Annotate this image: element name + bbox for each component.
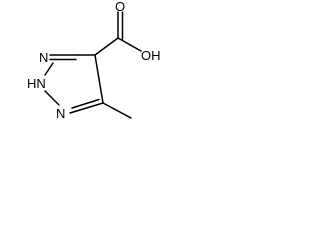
bond-c4-c5b (94, 54, 104, 104)
bond-n-lower-nh (44, 90, 60, 106)
atom-oh: OH (141, 48, 161, 63)
bond-c5-methyl (102, 102, 132, 119)
atom-n-upper: N (39, 50, 48, 65)
molecule-structure: N HN N O OH (27, 0, 161, 121)
atom-nh: HN (27, 76, 46, 91)
bond-c4-carboxyl-c (94, 37, 119, 56)
atom-n-lower: N (56, 106, 65, 121)
bond-nh-n-upper (44, 62, 54, 76)
bond-c5-n-lower-double (71, 98, 100, 109)
atom-o-carbonyl: O (115, 0, 125, 14)
bond-c5-n-lower (69, 102, 104, 114)
bond-carboxyl-c-oh (117, 37, 142, 52)
